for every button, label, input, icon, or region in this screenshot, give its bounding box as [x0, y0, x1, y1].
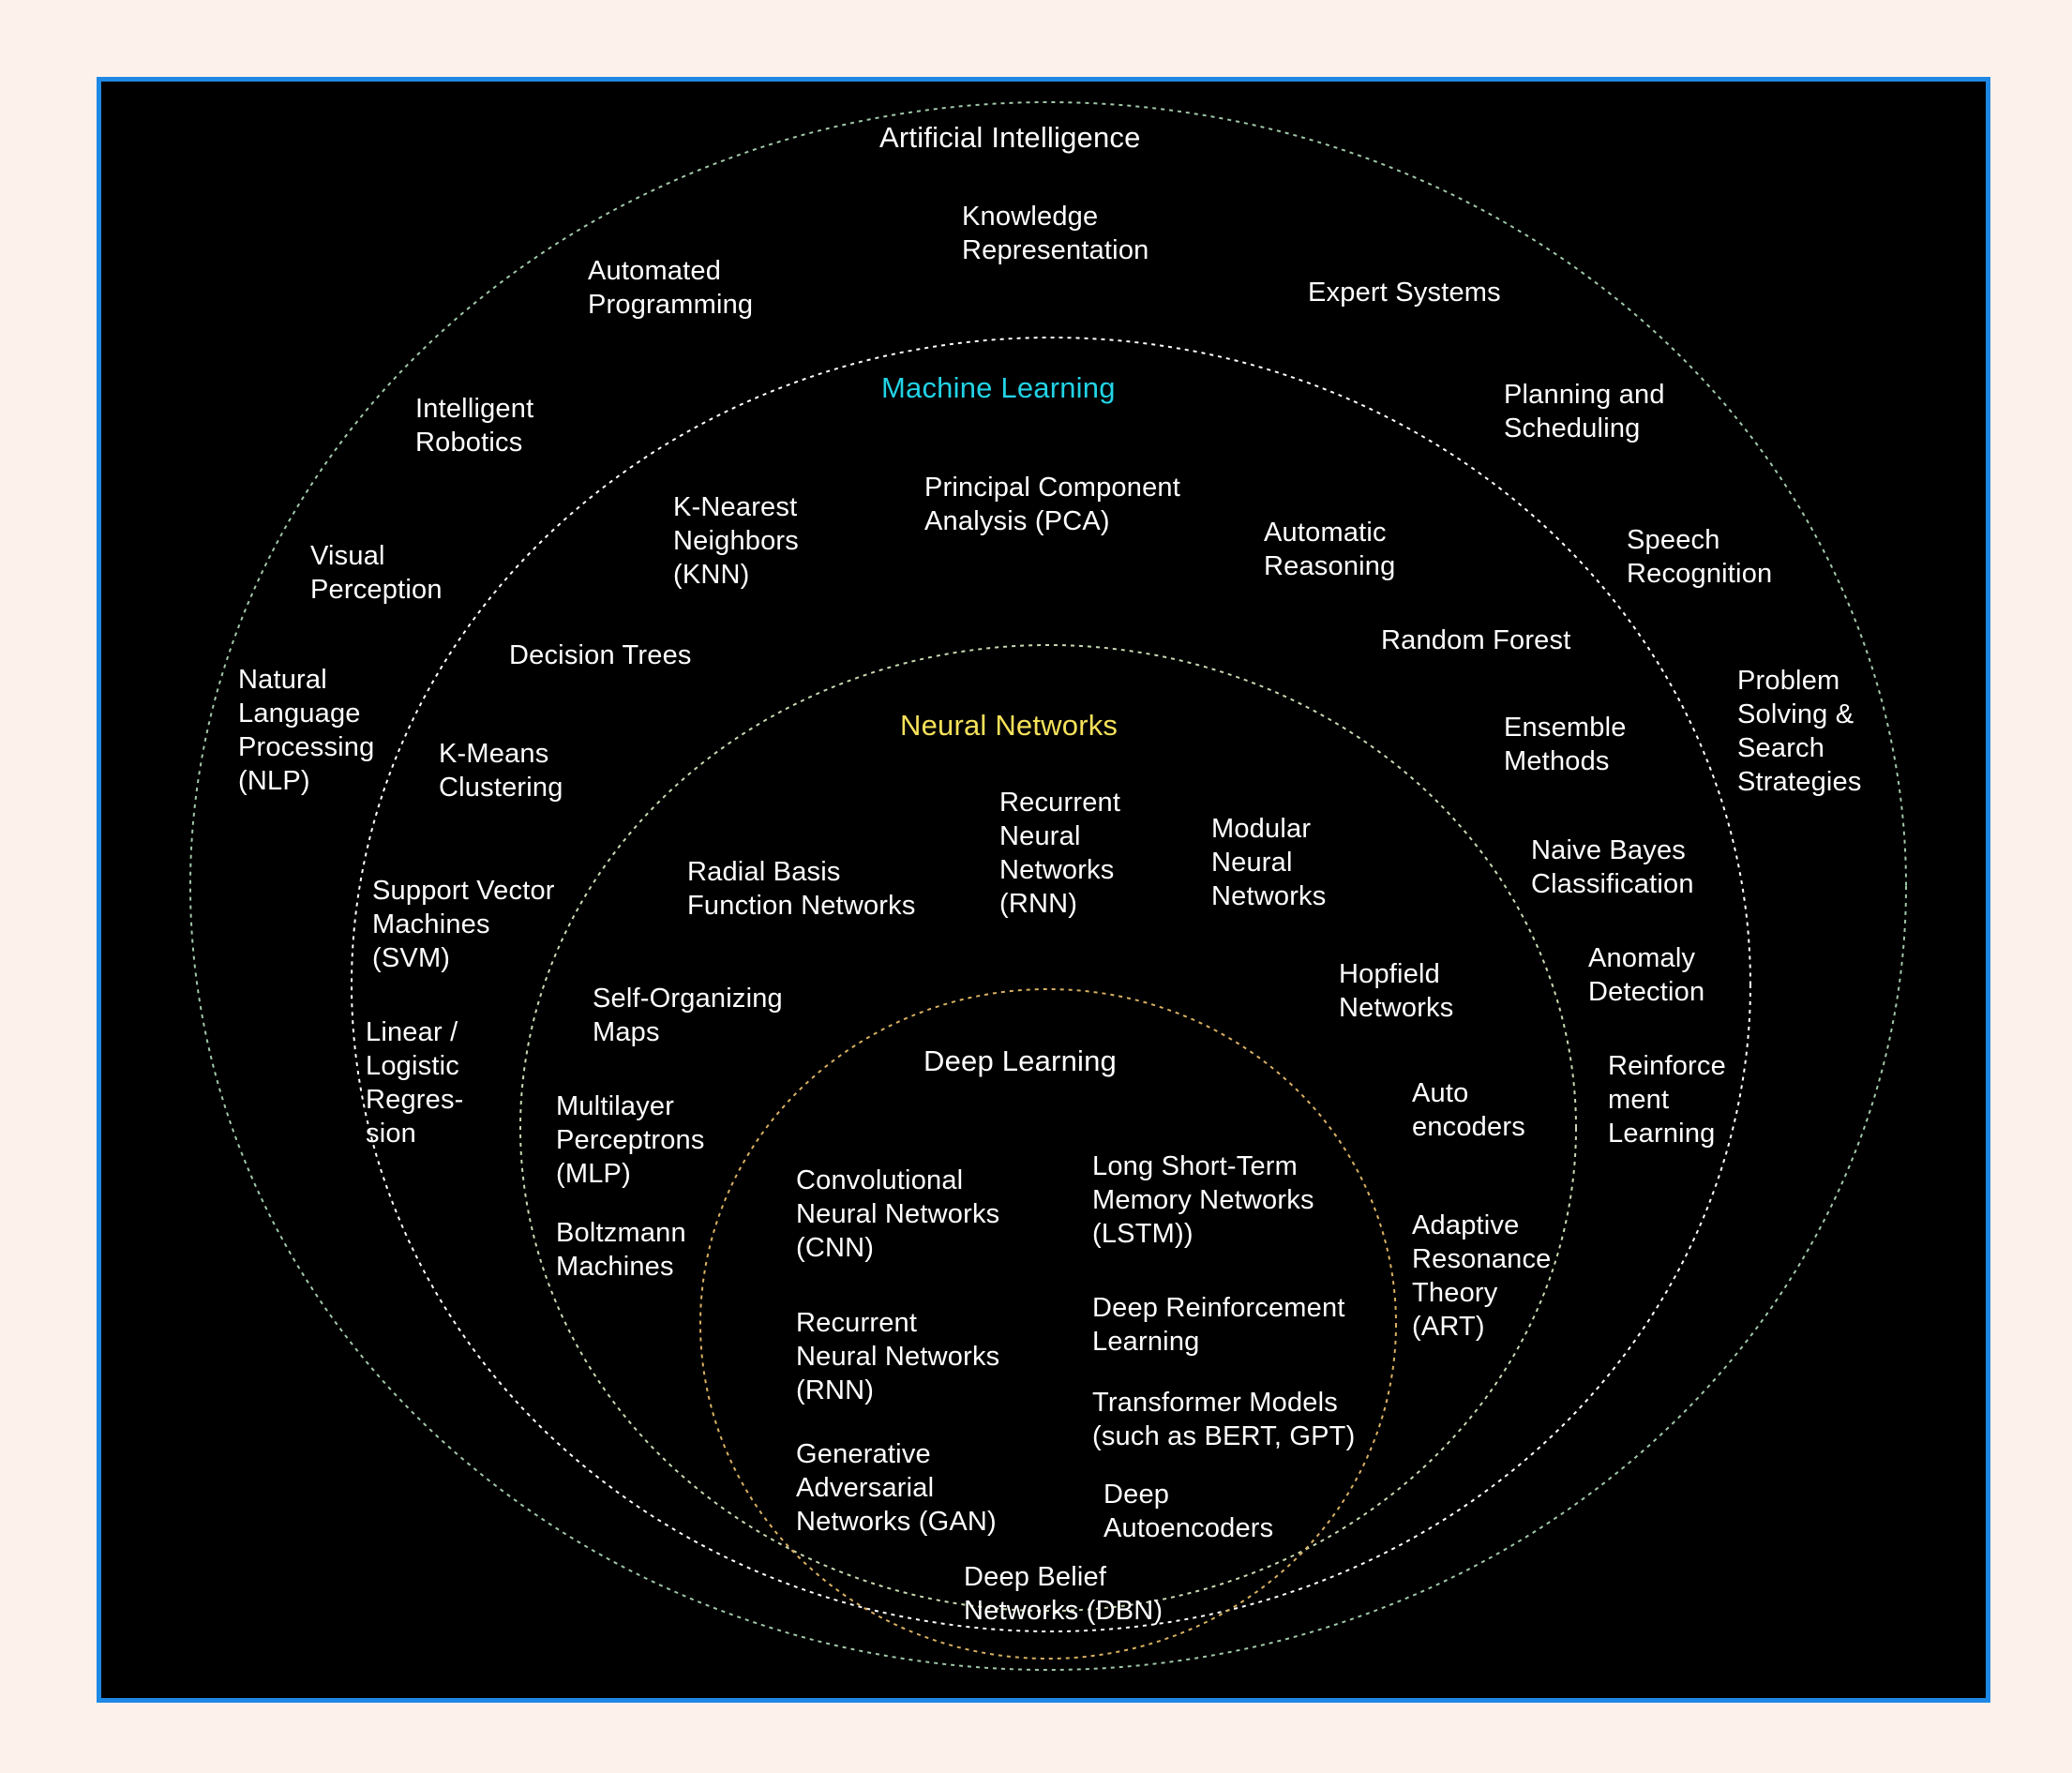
label-knn: K-Nearest Neighbors (KNN): [673, 492, 799, 590]
label-self-organizing-maps: Self-Organizing Maps: [593, 984, 783, 1047]
label-problem-solving: Problem Solving & Search Strategies: [1737, 666, 1862, 797]
ring-neural-networks: [519, 644, 1577, 1612]
label-svm: Support Vector Machines (SVM): [372, 876, 555, 973]
label-ensemble-methods: Ensemble Methods: [1504, 713, 1627, 776]
label-nlp: Natural Language Processing (NLP): [238, 665, 375, 796]
label-pca: Principal Component Analysis (PCA): [924, 473, 1180, 536]
ring-artificial-intelligence: [189, 101, 1907, 1671]
label-deep-autoencoders: Deep Autoencoders: [1104, 1480, 1274, 1543]
label-rbf-networks: Radial Basis Function Networks: [687, 857, 916, 921]
ring-machine-learning: [351, 337, 1751, 1632]
diagram-panel: [97, 77, 1990, 1703]
label-hopfield-networks: Hopfield Networks: [1339, 959, 1454, 1023]
label-mlp: Multilayer Perceptrons (MLP): [556, 1091, 705, 1189]
label-dl-rnn: Recurrent Neural Networks (RNN): [796, 1308, 1000, 1405]
label-visual-perception: Visual Perception: [310, 541, 443, 605]
label-decision-trees: Decision Trees: [509, 640, 692, 670]
label-autoencoders: Auto encoders: [1412, 1078, 1525, 1142]
label-cnn: Convolutional Neural Networks (CNN): [796, 1165, 1000, 1263]
label-modular-nn: Modular Neural Networks: [1211, 814, 1327, 911]
label-naive-bayes: Naive Bayes Classification: [1531, 835, 1694, 899]
label-random-forest: Random Forest: [1381, 625, 1571, 655]
title-machine-learning: Machine Learning: [881, 371, 1116, 404]
label-planning-scheduling: Planning and Scheduling: [1504, 380, 1665, 443]
label-expert-systems: Expert Systems: [1308, 278, 1501, 308]
label-transformer-models: Transformer Models (such as BERT, GPT): [1092, 1388, 1356, 1451]
label-linear-logistic-regression: Linear / Logistic Regres- sion: [366, 1017, 464, 1149]
label-nn-rnn: Recurrent Neural Networks (RNN): [999, 788, 1121, 919]
label-dbn: Deep Belief Networks (DBN): [964, 1562, 1164, 1626]
label-art: Adaptive Resonance Theory (ART): [1412, 1210, 1552, 1342]
label-gan: Generative Adversarial Networks (GAN): [796, 1439, 997, 1537]
label-intelligent-robotics: Intelligent Robotics: [415, 394, 534, 458]
label-reinforcement-learning: Reinforce ment Learning: [1608, 1051, 1726, 1149]
label-automated-programming: Automated Programming: [588, 256, 754, 320]
label-automatic-reasoning: Automatic Reasoning: [1264, 518, 1396, 581]
ring-deep-learning: [699, 988, 1397, 1660]
label-anomaly-detection: Anomaly Detection: [1588, 943, 1705, 1007]
label-knowledge-representation: Knowledge Representation: [962, 202, 1149, 265]
label-speech-recognition: Speech Recognition: [1627, 525, 1773, 589]
title-artificial-intelligence: Artificial Intelligence: [879, 121, 1141, 154]
title-neural-networks: Neural Networks: [900, 709, 1119, 742]
label-deep-reinforcement-learning: Deep Reinforcement Learning: [1092, 1293, 1345, 1357]
label-k-means: K-Means Clustering: [439, 739, 563, 803]
title-deep-learning: Deep Learning: [923, 1044, 1117, 1077]
label-boltzmann-machines: Boltzmann Machines: [556, 1218, 686, 1282]
label-lstm: Long Short-Term Memory Networks (LSTM)): [1092, 1151, 1314, 1249]
